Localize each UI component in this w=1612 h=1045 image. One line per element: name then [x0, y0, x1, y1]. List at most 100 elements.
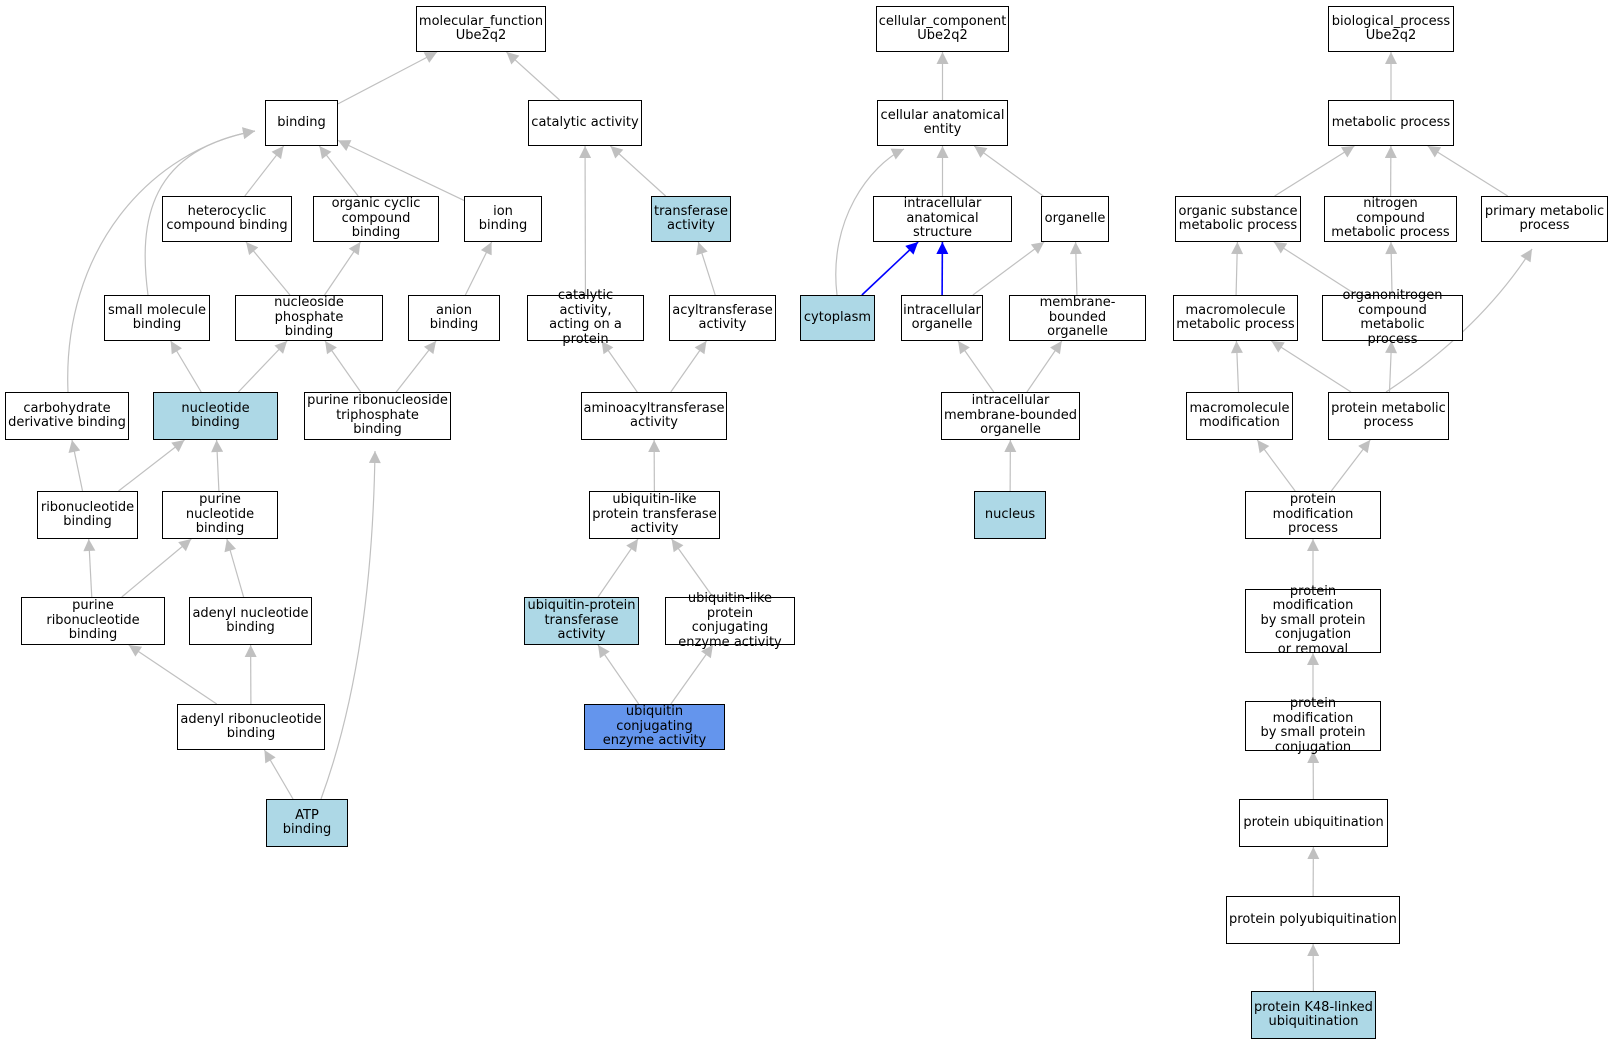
- edge-ubiconj-to-ubiprot: [597, 644, 640, 705]
- edge-protmod-to-macromod: [1256, 439, 1296, 492]
- edge-organiccyclic-to-binding: [318, 145, 359, 197]
- edge-purribtri-to-nucphos: [324, 340, 362, 393]
- go-term-node-orgsub[interactable]: organic substance metabolic process: [1175, 196, 1301, 242]
- edge-imbo-to-mbo: [1026, 340, 1063, 393]
- edge-nucbinding-to-nucphos: [237, 340, 288, 393]
- edge-ionbinding-to-binding: [337, 139, 465, 201]
- go-term-node-acyltrans[interactable]: acyltransferase activity: [669, 295, 776, 341]
- go-term-node-pmsmallconj[interactable]: protein modification by small protein co…: [1245, 696, 1381, 754]
- go-term-node-nucphos[interactable]: nucleoside phosphate binding: [235, 295, 383, 341]
- edge-macromet-to-orgsub: [1231, 241, 1244, 296]
- go-term-node-cae[interactable]: cellular anatomical entity: [877, 100, 1008, 146]
- edge-protmet-to-primary: [1385, 248, 1533, 393]
- go-term-node-ias[interactable]: intracellular anatomical structure: [873, 196, 1012, 242]
- go-term-node-ionbinding[interactable]: ion binding: [464, 196, 542, 242]
- go-term-node-nucbinding[interactable]: nucleotide binding: [153, 392, 278, 440]
- edge-transferase-to-catalytic: [609, 145, 667, 197]
- go-term-node-mf[interactable]: molecular_function Ube2q2: [416, 6, 546, 52]
- edge-ubiprot-to-ubllike: [597, 538, 639, 598]
- go-term-node-nucleus[interactable]: nucleus: [974, 491, 1046, 539]
- edge-ribonuc-to-nucbinding: [118, 439, 185, 492]
- go-term-node-organiccyclic[interactable]: organic cyclic compound binding: [313, 196, 439, 242]
- edge-heterocyclic-to-binding: [244, 145, 285, 197]
- go-term-node-metab[interactable]: metabolic process: [1328, 100, 1454, 146]
- go-term-node-anion[interactable]: anion binding: [408, 295, 500, 341]
- edge-protmod-to-protmet: [1330, 439, 1371, 492]
- go-term-node-intorg[interactable]: intracellular organelle: [901, 295, 983, 341]
- go-term-node-protubi[interactable]: protein ubiquitination: [1239, 799, 1388, 847]
- go-term-node-organelle[interactable]: organelle: [1041, 196, 1109, 242]
- edge-atp-to-adenylribo: [263, 749, 294, 800]
- go-term-node-catprot[interactable]: catalytic activity, acting on a protein: [527, 288, 644, 346]
- go-term-node-imbo[interactable]: intracellular membrane-bounded organelle: [941, 392, 1080, 440]
- go-term-node-protmet[interactable]: protein metabolic process: [1328, 392, 1449, 440]
- edge-nucbinding-to-smallmol: [170, 340, 202, 393]
- go-term-node-adenylribo[interactable]: adenyl ribonucleotide binding: [177, 704, 325, 750]
- edge-purribtri-to-anion: [395, 340, 437, 393]
- edge-orgsub-to-metab: [1274, 145, 1355, 197]
- edge-anion-to-ionbinding: [464, 241, 493, 296]
- edge-cytoplasm-to-cae: [835, 148, 905, 296]
- edge-atp-to-purribtri: [320, 450, 381, 800]
- go-term-node-protmod[interactable]: protein modification process: [1245, 491, 1381, 539]
- edge-mbo-to-organelle: [1069, 241, 1082, 296]
- edge-primary-to-metab: [1427, 145, 1509, 197]
- edge-cytoplasm-to-ias: [861, 241, 919, 296]
- edge-protmet-to-organonitro: [1385, 340, 1398, 393]
- edge-nucphos-to-organiccyclic: [324, 241, 361, 296]
- edge-organelle-to-cae: [973, 145, 1044, 197]
- go-term-node-catalytic[interactable]: catalytic activity: [528, 100, 642, 146]
- go-term-node-ubiconj[interactable]: ubiquitin conjugating enzyme activity: [584, 704, 725, 750]
- edge-ribonuc-to-carbo: [68, 439, 84, 492]
- edge-catalytic-to-mf: [506, 51, 560, 101]
- go-term-node-purribtri[interactable]: purine ribonucleoside triphosphate bindi…: [304, 392, 451, 440]
- go-term-node-bp[interactable]: biological_process Ube2q2: [1328, 6, 1454, 52]
- go-term-node-k48[interactable]: protein K48-linked ubiquitination: [1251, 991, 1376, 1039]
- go-term-node-purnuc[interactable]: purine nucleotide binding: [162, 491, 278, 539]
- go-term-node-binding[interactable]: binding: [265, 100, 338, 146]
- go-term-node-aminoacyl[interactable]: aminoacyltransferase activity: [581, 392, 727, 440]
- edge-purribnuc-to-ribonuc: [83, 538, 96, 598]
- edge-aminoacyl-to-catprot: [601, 340, 638, 393]
- edge-binding-to-mf: [337, 51, 438, 105]
- go-term-node-ubiprot[interactable]: ubiquitin-protein transferase activity: [524, 597, 639, 645]
- go-term-node-cytoplasm[interactable]: cytoplasm: [800, 295, 875, 341]
- go-term-node-smallmol[interactable]: small molecule binding: [104, 295, 210, 341]
- go-term-node-nitro[interactable]: nitrogen compound metabolic process: [1324, 196, 1457, 242]
- edge-protmet-to-macromet: [1271, 340, 1352, 393]
- edge-purribnuc-to-purnuc: [121, 538, 192, 598]
- go-term-node-organonitro[interactable]: organonitrogen compound metabolic proces…: [1322, 288, 1463, 346]
- go-term-node-carbo[interactable]: carbohydrate derivative binding: [5, 392, 129, 440]
- edge-organonitro-to-orgsub: [1273, 241, 1357, 296]
- edge-intorg-to-organelle: [972, 241, 1045, 296]
- go-term-node-ribonuc[interactable]: ribonucleotide binding: [37, 491, 138, 539]
- edge-imbo-to-intorg: [957, 340, 995, 393]
- go-term-node-atp[interactable]: ATP binding: [266, 799, 348, 847]
- go-term-node-adenylnuc[interactable]: adenyl nucleotide binding: [189, 597, 312, 645]
- edge-carbo-to-binding: [67, 127, 256, 393]
- edge-ubiconj-to-ublconj: [670, 644, 714, 705]
- go-term-node-macromod[interactable]: macromolecule modification: [1186, 392, 1293, 440]
- go-term-node-primary[interactable]: primary metabolic process: [1481, 196, 1608, 242]
- edge-acyltrans-to-transferase: [696, 241, 716, 296]
- go-term-node-mbo[interactable]: membrane-bounded organelle: [1009, 295, 1146, 341]
- edge-adenylribo-to-purribnuc: [128, 644, 218, 705]
- go-term-node-cc[interactable]: cellular_component Ube2q2: [876, 6, 1009, 52]
- go-term-node-pmsmall[interactable]: protein modification by small protein co…: [1245, 584, 1381, 657]
- edge-ublconj-to-ubllike: [671, 538, 714, 598]
- edge-macromod-to-macromet: [1230, 340, 1243, 393]
- go-term-node-heterocyclic[interactable]: heterocyclic compound binding: [162, 196, 292, 242]
- go-term-node-transferase[interactable]: transferase activity: [651, 196, 731, 242]
- go-term-node-macromet[interactable]: macromolecule metabolic process: [1173, 295, 1298, 341]
- go-term-node-ublconj[interactable]: ubiquitin-like protein conjugating enzym…: [665, 591, 795, 649]
- go-term-node-ubllike[interactable]: ubiquitin-like protein transferase activ…: [589, 491, 720, 539]
- edge-nucphos-to-heterocyclic: [245, 241, 291, 296]
- edge-organonitro-to-nitro: [1385, 241, 1398, 296]
- go-term-node-purribnuc[interactable]: purine ribonucleotide binding: [21, 597, 165, 645]
- edge-adenylnuc-to-purnuc: [224, 538, 245, 598]
- edge-purnuc-to-nucbinding: [211, 439, 224, 492]
- go-term-node-protpoly[interactable]: protein polyubiquitination: [1226, 896, 1400, 944]
- edge-aminoacyl-to-acyltrans: [670, 340, 707, 393]
